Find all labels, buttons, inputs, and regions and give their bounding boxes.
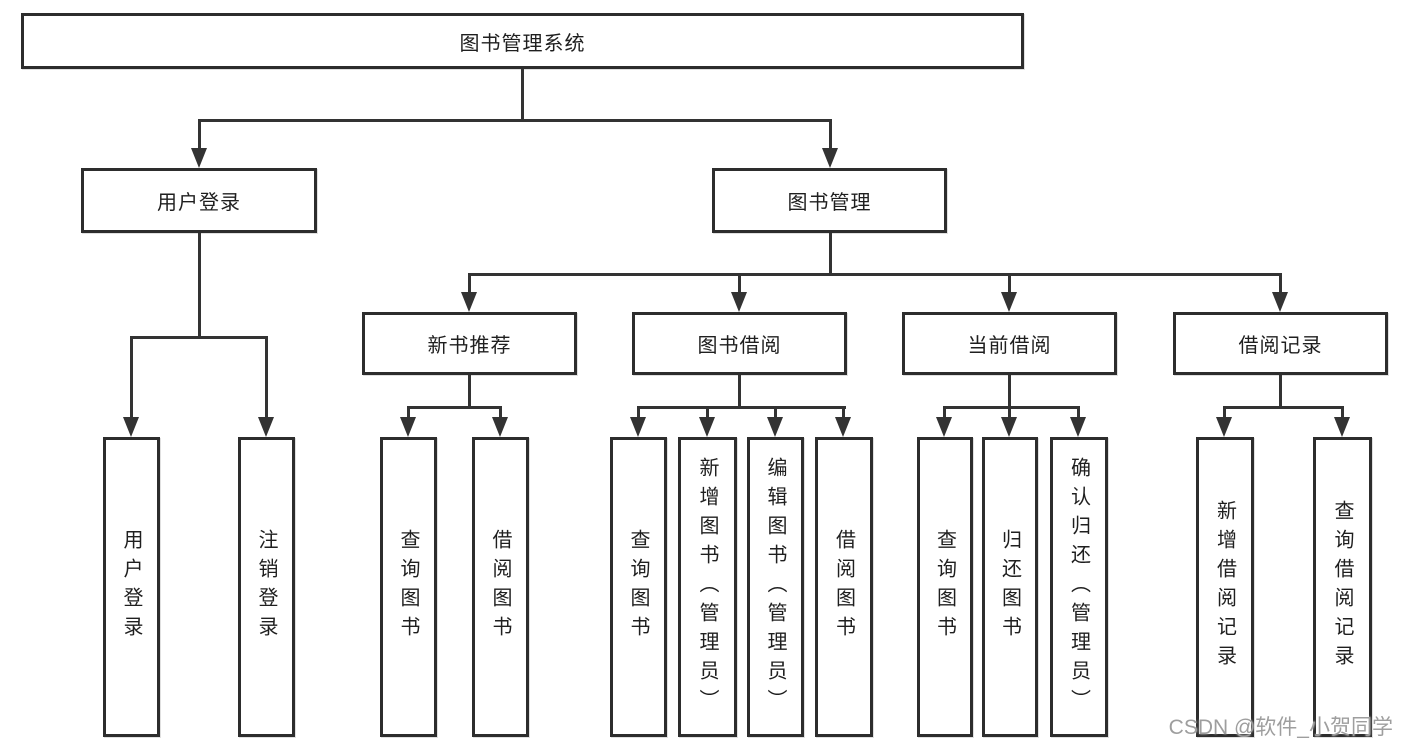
leaf-logout: 注销登录 xyxy=(238,437,295,737)
connector-line xyxy=(499,406,502,419)
arrow-down-icon xyxy=(461,292,477,312)
leaf-edit-books-admin-label: 编辑图书（管理员） xyxy=(764,456,786,718)
connector-line xyxy=(1008,273,1011,294)
arrow-down-icon xyxy=(400,417,416,437)
leaf-current-query-books-label: 查询图书 xyxy=(933,529,956,645)
arrow-down-icon xyxy=(492,417,508,437)
connector-line xyxy=(774,406,777,419)
connector-line xyxy=(468,273,1282,276)
connector-line xyxy=(1279,273,1282,294)
connector-line xyxy=(265,336,268,419)
arrow-down-icon xyxy=(1272,292,1288,312)
connector-line xyxy=(738,375,741,406)
leaf-add-books-admin: 新增图书（管理员） xyxy=(678,437,737,737)
leaf-query-borrow-record: 查询借阅记录 xyxy=(1313,437,1372,737)
connector-line xyxy=(1008,375,1011,406)
connector-line xyxy=(130,336,268,339)
leaf-user-login: 用户登录 xyxy=(103,437,160,737)
connector-line xyxy=(1008,406,1011,419)
leaf-add-borrow-record: 新增借阅记录 xyxy=(1196,437,1254,737)
leaf-return-books-label: 归还图书 xyxy=(998,529,1021,645)
connector-line xyxy=(407,406,502,409)
arrow-down-icon xyxy=(630,417,646,437)
connector-line xyxy=(829,119,832,150)
connector-line xyxy=(1223,406,1226,419)
node-current-borrowing: 当前借阅 xyxy=(902,312,1117,375)
connector-line xyxy=(706,406,709,419)
arrow-down-icon xyxy=(1216,417,1232,437)
arrow-down-icon xyxy=(1001,292,1017,312)
leaf-recommend-query-books: 查询图书 xyxy=(380,437,437,737)
node-borrow-records-label: 借阅记录 xyxy=(1238,335,1323,357)
arrow-down-icon xyxy=(1001,417,1017,437)
connector-line xyxy=(521,69,524,119)
leaf-recommend-borrow-books-label: 借阅图书 xyxy=(489,529,511,645)
node-book-management-branch: 图书管理 xyxy=(712,168,947,233)
arrow-down-icon xyxy=(123,417,139,437)
leaf-confirm-return-admin: 确认归还（管理员） xyxy=(1050,437,1108,737)
node-new-book-recommend: 新书推荐 xyxy=(362,312,577,375)
connector-line xyxy=(842,406,845,419)
connector-line xyxy=(198,119,201,150)
arrow-down-icon xyxy=(936,417,952,437)
leaf-return-books: 归还图书 xyxy=(982,437,1038,737)
leaf-borrowing-borrow-books-label: 借阅图书 xyxy=(832,529,855,645)
connector-line xyxy=(1223,406,1344,409)
connector-line xyxy=(407,406,410,419)
node-user-login-branch: 用户登录 xyxy=(81,168,317,233)
leaf-borrowing-query-books: 查询图书 xyxy=(610,437,667,737)
leaf-add-books-admin-label: 新增图书（管理员） xyxy=(696,456,718,718)
node-book-borrowing-label: 图书借阅 xyxy=(697,335,782,357)
leaf-borrowing-borrow-books: 借阅图书 xyxy=(815,437,873,737)
node-root: 图书管理系统 xyxy=(21,13,1024,69)
leaf-logout-label: 注销登录 xyxy=(255,529,277,645)
connector-line xyxy=(829,233,832,273)
arrow-down-icon xyxy=(699,417,715,437)
arrow-down-icon xyxy=(191,148,207,168)
leaf-recommend-borrow-books: 借阅图书 xyxy=(472,437,529,737)
node-new-book-recommend-label: 新书推荐 xyxy=(427,335,512,357)
leaf-query-borrow-record-label: 查询借阅记录 xyxy=(1331,500,1353,674)
connector-line xyxy=(1341,406,1344,419)
leaf-add-borrow-record-label: 新增借阅记录 xyxy=(1213,500,1236,674)
node-borrow-records: 借阅记录 xyxy=(1173,312,1388,375)
csdn-watermark: CSDN @软件_小贺同学 xyxy=(1168,716,1393,739)
connector-line xyxy=(1077,406,1080,419)
connector-line xyxy=(468,273,471,294)
connector-line xyxy=(943,406,1080,409)
arrow-down-icon xyxy=(731,292,747,312)
arrow-down-icon xyxy=(767,417,783,437)
connector-line xyxy=(198,119,832,122)
leaf-current-query-books: 查询图书 xyxy=(917,437,973,737)
connector-line xyxy=(130,336,133,419)
arrow-down-icon xyxy=(835,417,851,437)
leaf-recommend-query-books-label: 查询图书 xyxy=(397,529,419,645)
arrow-down-icon xyxy=(258,417,274,437)
connector-line xyxy=(637,406,640,419)
connector-line xyxy=(198,233,201,336)
arrow-down-icon xyxy=(1070,417,1086,437)
connector-line xyxy=(468,375,471,406)
leaf-user-login-label: 用户登录 xyxy=(120,529,142,645)
leaf-edit-books-admin: 编辑图书（管理员） xyxy=(747,437,804,737)
arrow-down-icon xyxy=(1334,417,1350,437)
connector-line xyxy=(1279,375,1282,406)
connector-line xyxy=(943,406,946,419)
connector-line xyxy=(738,273,741,294)
node-root-label: 图书管理系统 xyxy=(459,32,586,55)
node-book-borrowing: 图书借阅 xyxy=(632,312,847,375)
leaf-borrowing-query-books-label: 查询图书 xyxy=(627,529,649,645)
node-book-management-branch-label: 图书管理 xyxy=(787,192,872,214)
connector-line xyxy=(637,406,846,409)
arrow-down-icon xyxy=(822,148,838,168)
leaf-confirm-return-admin-label: 确认归还（管理员） xyxy=(1067,456,1090,718)
node-user-login-branch-label: 用户登录 xyxy=(157,192,241,214)
node-current-borrowing-label: 当前借阅 xyxy=(967,335,1052,357)
